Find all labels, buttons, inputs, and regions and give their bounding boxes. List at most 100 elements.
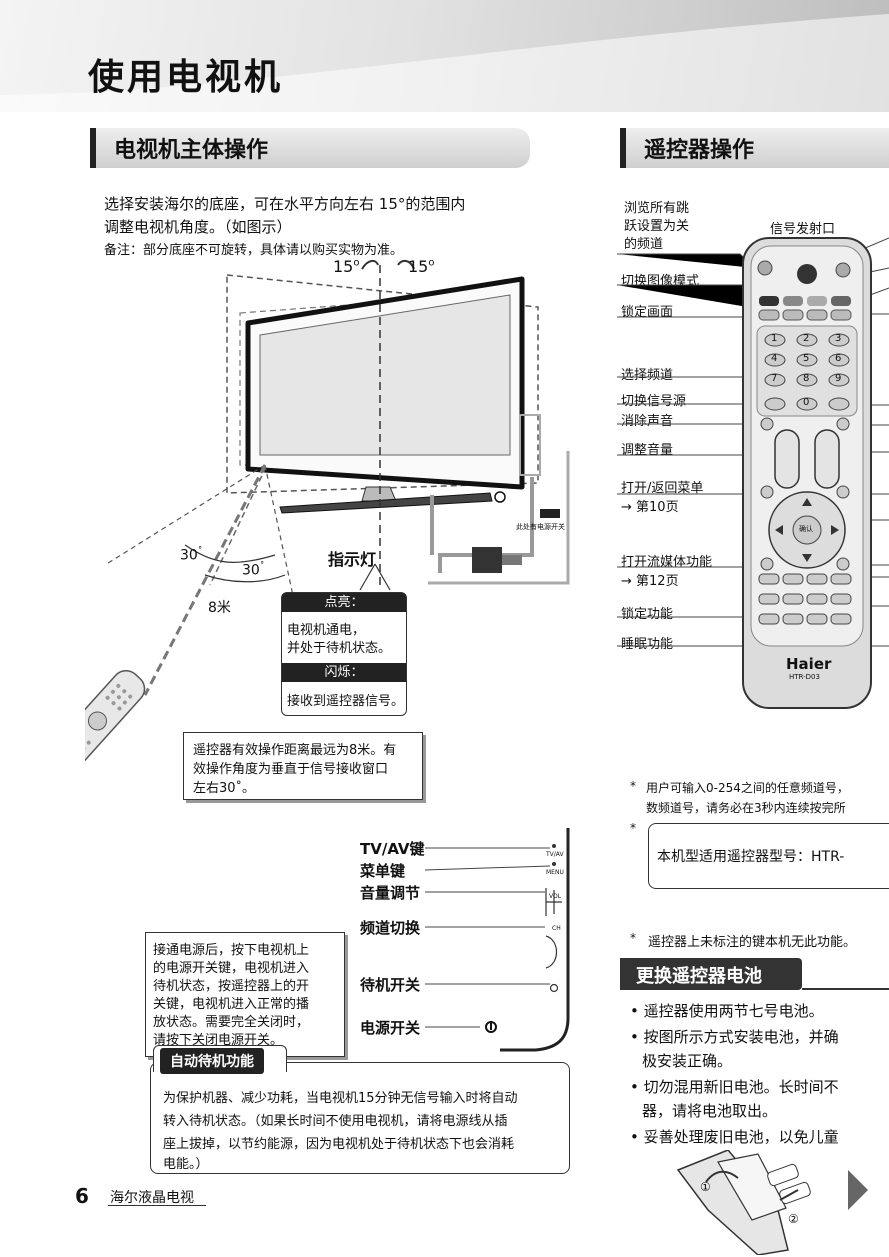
menu-key-label: 菜单键 xyxy=(360,862,406,880)
indicator-label: 指示灯 xyxy=(328,550,377,569)
battery-bullet-3: • 切勿混用新旧电池。长时间不 xyxy=(630,1078,839,1096)
lit-text2: 并处于待机状态。 xyxy=(287,641,392,656)
power-on-box: 接通电源后，按下电视机上 的电源开关键，电视机进入 待机状态，按遥控器上的开 关… xyxy=(145,932,345,1057)
power-on-line1: 接通电源后，按下电视机上 xyxy=(153,943,310,958)
angle-range-diagram xyxy=(85,464,296,772)
label-volume: 调整音量 xyxy=(621,443,674,458)
tv-section-header: 电视机主体操作 xyxy=(90,128,530,168)
auto-standby-line2: 转入待机状态。（如果长时间不使用电视机，请将电源线从插 xyxy=(163,1114,508,1129)
power-switch-caption: 此处有电源开关 xyxy=(516,523,565,531)
note3-asterisk: * xyxy=(630,931,636,945)
power-switch-tag xyxy=(540,509,560,518)
angle-30-right: 30˚ xyxy=(242,562,265,579)
side-mark-menu: MENU xyxy=(546,869,564,876)
key-9: 9 xyxy=(835,373,842,384)
range-info-box: 遥控器有效操作距离最远为8米。有 效操作角度为垂直于信号接收窗口 左右30˚。 xyxy=(183,732,423,800)
angle-30-left: 30˚ xyxy=(180,547,203,564)
label-skip-2: 跃设置为关 xyxy=(624,219,690,234)
auto-standby-line3: 座上拔掉，以节约能源，因为电视机处于待机状态下也会消耗 xyxy=(163,1137,515,1152)
power-key-label: 电源开关 xyxy=(360,1019,421,1037)
auto-standby-line4: 电能。） xyxy=(163,1157,209,1172)
side-mark-tvav: TV/AV xyxy=(546,851,564,858)
volume-key-label: 音量调节 xyxy=(360,884,421,902)
battery-section-header xyxy=(620,958,802,990)
key-8: 8 xyxy=(803,373,810,384)
side-mark-ch: CH xyxy=(552,925,561,932)
power-on-line6: 请按下关闭电源开关。 xyxy=(153,1033,284,1048)
key-4: 4 xyxy=(771,353,778,364)
battery-bullet-2: • 按图所示方式安装电池，并确 xyxy=(630,1028,839,1046)
power-on-line2: 的电源开关键，电视机进入 xyxy=(153,961,310,976)
note3-text: 遥控器上未标注的键本机无此功能。 xyxy=(648,935,857,950)
angle-left-label: 15o xyxy=(333,257,360,276)
battery-bullet-1: • 遥控器使用两节七号电池。 xyxy=(630,1002,824,1020)
tv-rotation-diagram xyxy=(209,259,570,586)
range-line3: 左右30˚。 xyxy=(193,781,256,796)
tv-intro-line2: 调整电视机角度。（如图示） xyxy=(104,218,292,236)
remote-brand: Haier xyxy=(786,655,832,673)
label-select-channel: 选择频道 xyxy=(621,368,674,383)
page-title: 使用电视机 xyxy=(88,57,284,98)
label-skip-3: 的频道 xyxy=(624,237,664,252)
signal-emitter-label: 信号发射口 xyxy=(770,222,836,237)
tv-note: 备注：部分底座不可旋转，具体请以购买实物为准。 xyxy=(104,243,404,258)
label-mute: 消除声音 xyxy=(621,414,674,429)
remote-control-diagram xyxy=(617,237,889,709)
ok-key-label: 确认 xyxy=(799,525,813,533)
note2-asterisk: * xyxy=(630,821,636,835)
remote-model-small: HTR-D03 xyxy=(789,673,820,681)
key-7: 7 xyxy=(771,373,778,384)
blink-title: 闪烁： xyxy=(282,663,406,682)
lit-title: 点亮： xyxy=(282,593,406,612)
power-on-line5: 放状态。需要完全关闭时， xyxy=(153,1015,310,1030)
note1-asterisk: * xyxy=(630,779,636,793)
indicator-pointer xyxy=(359,563,391,591)
footer-rule xyxy=(108,1205,206,1206)
label-lock: 锁定功能 xyxy=(621,607,674,622)
tv-side-panel xyxy=(500,828,570,1052)
channel-key-label: 频道切换 xyxy=(360,919,421,937)
tvav-key-label: TV/AV键 xyxy=(360,840,425,858)
key-0: 0 xyxy=(803,397,810,408)
label-sleep: 睡眠功能 xyxy=(621,637,674,652)
page-number: 6 xyxy=(75,1184,89,1208)
distance-label: 8米 xyxy=(208,600,231,616)
battery-bullet-4: • 妥善处理废旧电池，以免儿童 xyxy=(630,1128,839,1146)
banner-curve xyxy=(0,14,889,112)
key-3: 3 xyxy=(835,333,842,344)
key-6: 6 xyxy=(835,353,842,364)
model-box-text: 本机型适用遥控器型号：HTR- xyxy=(657,849,845,865)
auto-standby-title: 自动待机功能 xyxy=(160,1048,264,1074)
battery-step-1: ① xyxy=(700,1180,711,1194)
tv-section-title: 电视机主体操作 xyxy=(114,138,269,163)
remote-section-title: 遥控器操作 xyxy=(644,138,755,163)
footer-text: 海尔液晶电视 xyxy=(110,1190,194,1206)
side-mark-vol: VOL xyxy=(549,893,562,900)
tv-intro-line1: 选择安装海尔的底座，可在水平方向左右 15°的范围内 xyxy=(104,195,466,213)
key-2: 2 xyxy=(803,333,810,344)
angle-right-label: 15o xyxy=(408,257,435,276)
note1-line2: 数频道号，请务必在3秒内连续按完所 xyxy=(646,801,846,815)
power-on-line4: 关键，电视机进入正常的播 xyxy=(153,997,310,1012)
blink-text: 接收到遥控器信号。 xyxy=(287,694,405,709)
model-box: 本机型适用遥控器型号：HTR- xyxy=(648,823,889,889)
range-line1: 遥控器有效操作距离最远为8米。有 xyxy=(193,743,397,758)
battery-section-title: 更换遥控器电池 xyxy=(636,966,762,987)
label-skip-1: 浏览所有跳 xyxy=(624,201,690,216)
remote-section-header: 遥控器操作 xyxy=(620,128,889,168)
auto-standby-box: 为保护机器、减少功耗，当电视机15分钟无信号输入时将自动 转入待机状态。（如果长… xyxy=(150,1062,570,1174)
battery-diagram xyxy=(676,1150,868,1255)
top-banner xyxy=(0,0,889,112)
note1-line1: 用户可输入0-254之间的任意频道号， xyxy=(646,781,849,795)
label-menu-1: 打开/返回菜单 xyxy=(621,481,704,496)
range-line2: 效操作角度为垂直于信号接收窗口 xyxy=(193,762,389,777)
battery-step-2: ② xyxy=(788,1212,799,1226)
label-source: 切换信号源 xyxy=(621,394,687,409)
auto-standby-line1: 为保护机器、减少功耗，当电视机15分钟无信号输入时将自动 xyxy=(163,1091,518,1106)
label-media-2: → 第12页 xyxy=(621,574,679,589)
battery-bullet-2-cont: 极安装正确。 xyxy=(642,1052,733,1070)
indicator-info-box: 点亮： 电视机通电， 并处于待机状态。 闪烁： 接收到遥控器信号。 xyxy=(281,592,407,716)
label-freeze: 锁定画面 xyxy=(621,305,674,320)
power-on-line3: 待机状态，按遥控器上的开 xyxy=(153,979,310,994)
key-5: 5 xyxy=(803,353,810,364)
